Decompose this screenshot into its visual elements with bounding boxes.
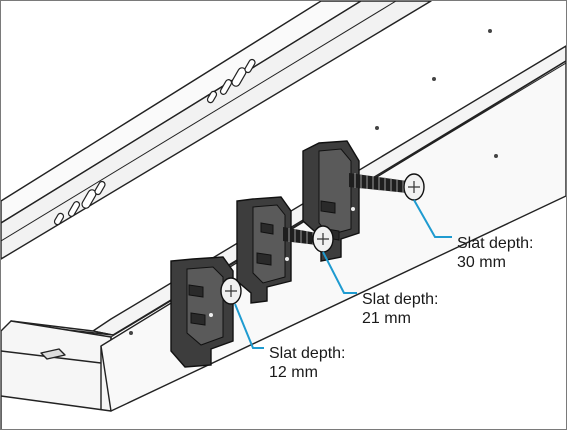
callout-21mm-title: Slat depth: xyxy=(362,291,439,308)
callout-30mm: Slat depth: 30 mm xyxy=(457,234,534,272)
leader-30mm xyxy=(413,199,452,238)
callout-12mm-value: 12 mm xyxy=(269,364,318,381)
clamp-12mm xyxy=(170,256,242,368)
callout-30mm-value: 30 mm xyxy=(457,254,506,271)
callout-leaders xyxy=(234,199,452,349)
callout-12mm-title: Slat depth: xyxy=(269,345,346,362)
leader-21mm xyxy=(322,251,357,294)
callout-12mm: Slat depth: 12 mm xyxy=(269,344,346,382)
clamp-21mm xyxy=(236,196,334,304)
callout-21mm-value: 21 mm xyxy=(362,310,411,327)
callout-30mm-title: Slat depth: xyxy=(457,235,534,252)
leader-12mm xyxy=(234,303,264,349)
callout-21mm: Slat depth: 21 mm xyxy=(362,290,439,328)
mounting-slots xyxy=(53,58,256,226)
